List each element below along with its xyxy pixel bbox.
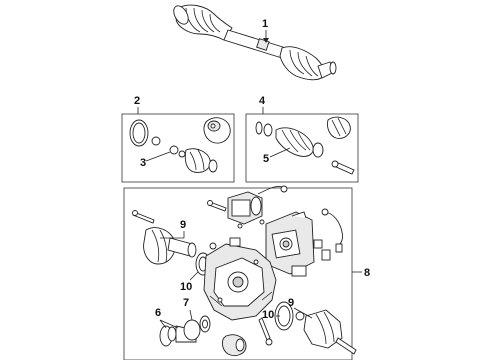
callout-10-left: 10: [180, 281, 192, 293]
callout-4: 4: [259, 95, 266, 107]
differential-assembly-box: [123, 187, 353, 360]
callout-3: 3: [140, 157, 146, 169]
boot-kit-box-left: [121, 113, 235, 183]
callout-1: 1: [262, 18, 268, 30]
inner-joint-kit: [129, 117, 231, 173]
callout-5: 5: [263, 153, 269, 165]
callout-7: 7: [183, 297, 189, 309]
callout-8: 8: [364, 267, 370, 279]
boot-kit-box-right: [245, 113, 359, 183]
callout-10-right: 10: [262, 309, 274, 321]
differential-components: [132, 185, 357, 357]
callout-6: 6: [155, 307, 161, 319]
axle-shaft-assembly: [173, 4, 337, 81]
callout-9-right: 9: [288, 297, 294, 309]
callout-9-left: 9: [180, 219, 186, 231]
callout-2: 2: [134, 95, 140, 107]
outer-joint-kit: [255, 116, 355, 175]
